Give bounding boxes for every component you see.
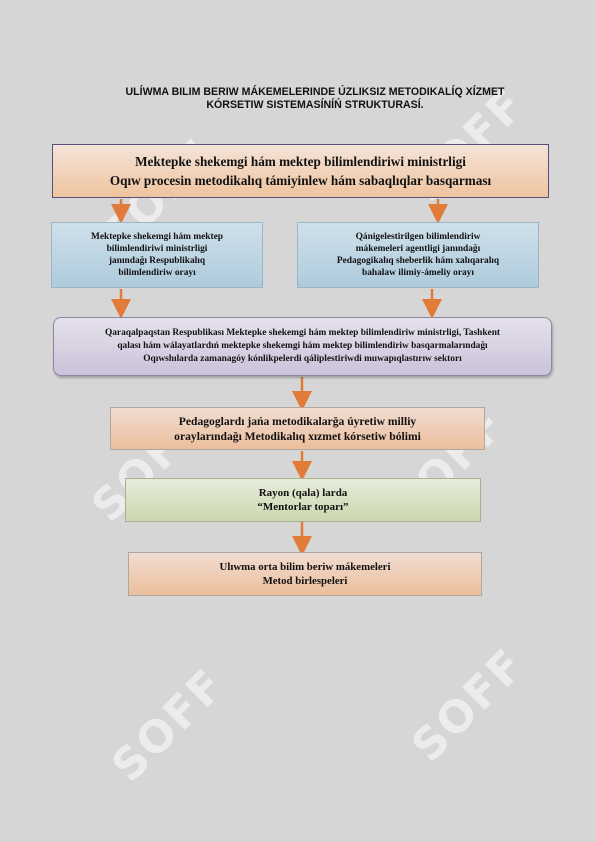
schools-line-1: Ulıwma orta bilim beriw mákemeleri — [219, 561, 391, 573]
regional-line-1: Qaraqalpaqstan Respublikası Mektepke she… — [104, 328, 501, 338]
republic-center-line-1: Mektepke shekemgi hám mektep — [90, 231, 224, 242]
page-title: ULÍWMA BILIM BERIW MÁKEMELERINDE ÚZLIKSI… — [60, 86, 570, 112]
regional-line-2: qalası hám wálayatlardıń mektepke shekem… — [117, 341, 488, 351]
agency-line-2: mákemeleri agentligi janındağı — [355, 243, 481, 254]
district-mentors-box: Rayon (qala) larda “Mentorlar toparı” — [125, 478, 481, 522]
regional-sector-box: Qaraqalpaqstan Respublikası Mektepke she… — [53, 317, 552, 376]
regional-line-3: Oqıwshılarda zamanagóy kónlikpelerdi qál… — [143, 354, 462, 364]
agency-line-1: Qánigelestirilgen bilimlendiriw — [355, 231, 481, 242]
agency-box: Qánigelestirilgen bilimlendiriw mákemele… — [297, 222, 539, 288]
schools-box: Ulıwma orta bilim beriw mákemeleri Metod… — [128, 552, 482, 596]
ministry-line-1: Mektepke shekemgi hám mektep bilimlendir… — [135, 154, 466, 169]
national-centers-line-2: oraylarındağı Metodikalıq xızmet kórseti… — [174, 429, 421, 443]
republic-center-line-2: bilimlendiriwi ministrligi — [106, 243, 208, 254]
republic-center-box: Mektepke shekemgi hám mektep bilimlendir… — [51, 222, 263, 288]
title-line-2: KÓRSETIW SISTEMASÍNÍŃ STRUKTURASÍ. — [206, 99, 424, 111]
republic-center-line-4: bilimlendiriw orayı — [118, 268, 196, 279]
republic-center-line-3: janındağı Respublikalıq — [108, 256, 206, 266]
agency-line-3: Pedagogikalıq sheberlik hám xalıqaralıq — [336, 256, 500, 266]
agency-line-4: bahalaw ilimiy-ámeliy orayı — [362, 268, 474, 279]
district-line-1: Rayon (qala) larda — [258, 487, 348, 499]
schools-line-2: Metod birlespeleri — [262, 575, 348, 587]
title-line-1: ULÍWMA BILIM BERIW MÁKEMELERINDE ÚZLIKSI… — [125, 86, 505, 98]
national-centers-box: Pedagoglardı jańa metodikalarğa úyretiw … — [110, 407, 485, 450]
national-centers-line-1: Pedagoglardı jańa metodikalarğa úyretiw … — [178, 414, 417, 428]
district-line-2: “Mentorlar toparı” — [257, 501, 349, 513]
ministry-line-2: Oqıw procesin metodikalıq támiyinlew hám… — [109, 173, 492, 188]
ministry-box: Mektepke shekemgi hám mektep bilimlendir… — [52, 144, 549, 198]
